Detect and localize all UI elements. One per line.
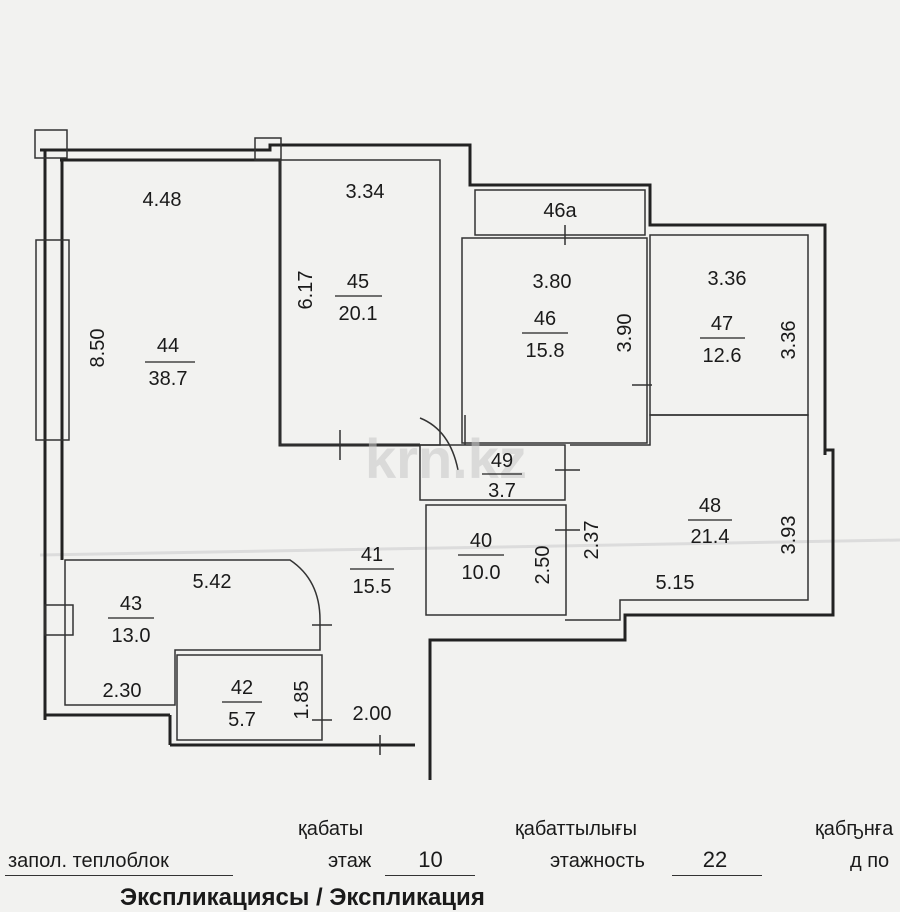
room-area: 5.7 [228, 709, 256, 731]
room-labels: 44 38.7 45 20.1 46 15.8 47 12.6 48 21.4 … [108, 200, 745, 731]
material-label: запол. теплоблок [8, 850, 169, 872]
room-area: 15.8 [526, 340, 565, 362]
room-area: 13.0 [112, 625, 151, 647]
room-41: 41 15.5 [350, 544, 394, 598]
room-number: 49 [491, 450, 513, 472]
watermark: krn.kz [365, 427, 527, 490]
room-area: 10.0 [462, 562, 501, 584]
room-number: 48 [699, 495, 721, 517]
floor-label: этаж [328, 850, 372, 872]
dimension-labels: 4.48 8.50 3.34 6.17 3.80 3.90 3.36 3.36 … [87, 181, 800, 725]
floors-value: 22 [702, 847, 728, 872]
room-number: 45 [347, 271, 369, 293]
room-number: 46 [534, 308, 556, 330]
dimension-label: 5.15 [656, 572, 695, 594]
floor-underline [385, 875, 475, 876]
dimension-label: 2.00 [353, 703, 392, 725]
dimension-label: 3.90 [614, 314, 636, 353]
floors-label: этажность [550, 850, 645, 872]
room-45: 45 20.1 [335, 271, 382, 325]
dimension-label: 3.93 [778, 516, 800, 555]
room-area: 21.4 [691, 526, 730, 548]
dimension-label: 3.36 [778, 321, 800, 360]
explication-heading: Экспликациясы / Экспликация [120, 884, 485, 911]
paper-fold-line [39, 538, 900, 557]
room-40: 40 10.0 [458, 530, 504, 584]
dimension-label: 3.34 [346, 181, 385, 203]
kz-cut-label: қабҧнға [815, 818, 894, 840]
dimension-label: 5.42 [193, 571, 232, 593]
kz-floor-label: қабаты [298, 818, 364, 840]
room-area: 12.6 [703, 345, 742, 367]
dimension-label: 1.85 [291, 681, 313, 720]
room-46: 46 15.8 [522, 308, 568, 362]
dimension-label: 2.50 [532, 546, 554, 585]
room-area: 15.5 [353, 576, 392, 598]
dimension-label: 3.36 [708, 268, 747, 290]
floors-underline [672, 875, 762, 876]
balcony-label: 46а [543, 200, 577, 222]
dimension-label: 6.17 [295, 271, 317, 310]
room-44: 44 38.7 [145, 335, 195, 390]
room-43: 43 13.0 [108, 593, 154, 647]
cut-right-label: д по [850, 850, 890, 872]
room-42: 42 5.7 [222, 677, 262, 731]
walls [34, 129, 835, 780]
dimension-label: 4.48 [143, 189, 182, 211]
floor-value: 10 [418, 847, 443, 872]
dimension-label: 8.50 [87, 329, 109, 368]
room-48: 48 21.4 [688, 495, 732, 548]
room-area: 38.7 [149, 368, 188, 390]
dimension-label: 3.80 [533, 271, 572, 293]
dimension-label: 2.30 [103, 680, 142, 702]
room-number: 47 [711, 313, 733, 335]
room-number: 42 [231, 677, 253, 699]
material-underline [5, 875, 233, 876]
room-49: 49 3.7 [482, 450, 522, 502]
room-number: 41 [361, 544, 383, 566]
room-number: 43 [120, 593, 142, 615]
kz-floors-label: қабаттылығы [515, 818, 637, 840]
room-area: 3.7 [488, 480, 516, 502]
room-47: 47 12.6 [700, 313, 745, 367]
room-area: 20.1 [339, 303, 378, 325]
dimension-label: 2.37 [581, 521, 603, 560]
room-number: 40 [470, 530, 492, 552]
room-number: 44 [157, 335, 179, 357]
